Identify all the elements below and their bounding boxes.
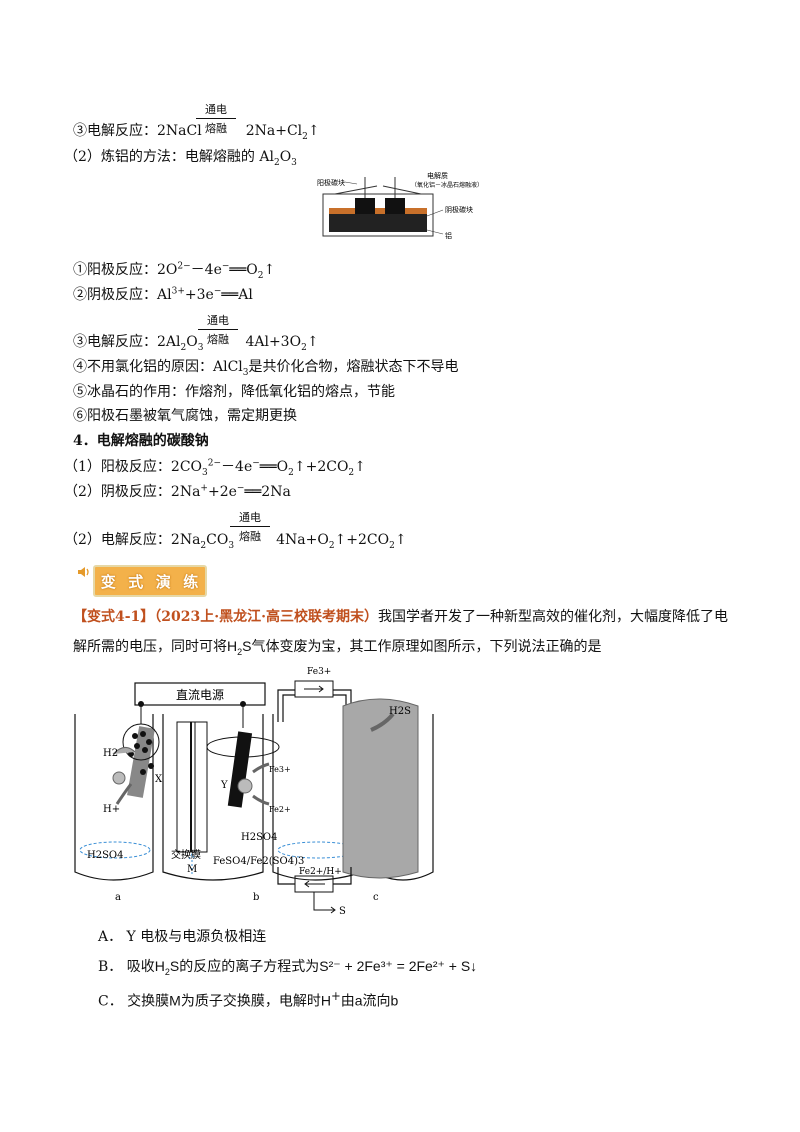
- fe3-right-label: Fe3+: [269, 765, 291, 774]
- aluminum-cell-figure: 阳极碳块 电解质 （氧化铝－冰晶石熔融液） 阴极碳块 铝: [317, 172, 483, 240]
- hplus-label: H+: [103, 804, 120, 815]
- x-label: X: [155, 774, 163, 785]
- condition-label: 通电 熔融: [198, 312, 238, 347]
- h2so4-a-label: H2SO4: [87, 850, 124, 861]
- cathode-label: 阴极碳块: [445, 205, 473, 214]
- carbonate-cathode: （2）阴极反应：2Na++2e−══2Na: [64, 483, 291, 500]
- condition-label: 通电 熔融: [230, 509, 270, 544]
- electrolysis-apparatus-figure: 直流电源 Fe3+ H2 X H+ Y Fe3+ Fe2+ H2S H2SO4 …: [74, 667, 434, 917]
- c-label: c: [373, 892, 379, 903]
- condition-label: 通电 熔融: [196, 101, 236, 136]
- power-label: 直流电源: [176, 688, 224, 702]
- electrolyte-label: 电解质: [427, 172, 448, 180]
- section-heading: 4．电解熔融的碳酸钠: [73, 433, 209, 449]
- question-line-1: 【变式4-1】（2023上·黑龙江·高三校联考期末）我国学者开发了一种新型高效的…: [73, 609, 729, 625]
- banner-text: 变 式 演 练: [93, 565, 207, 597]
- carbonate-anode: （1）阳极反应：2CO32−－4e−══O2↑+2CO2↑: [64, 458, 366, 478]
- question-line-2: 解所需的电压，同时可将H2S气体变废为宝，其工作原理如图所示，下列说法正确的是: [73, 638, 602, 657]
- fe3-top-label: Fe3+: [307, 667, 331, 677]
- h2s-label: H2S: [389, 706, 411, 717]
- practice-banner: 变 式 演 练: [76, 562, 208, 597]
- fe2h-label: Fe2+/H+: [299, 867, 342, 877]
- b-label: b: [253, 892, 259, 903]
- graphite-line: ⑥阳极石墨被氧气腐蚀，需定期更换: [73, 408, 297, 424]
- cathode-reaction: ②阴极反应：Al3++3e−══Al: [73, 286, 253, 303]
- reason-line: ④不用氯化铝的原因：AlCl3是共价化合物，熔融状态下不导电: [73, 359, 459, 378]
- fe2-right-label: Fe2+: [269, 805, 291, 814]
- s-label: S: [339, 906, 346, 917]
- anode-reaction: ①阳极反应：2O2−－4e−══O2↑: [73, 261, 276, 281]
- y-label: Y: [220, 780, 228, 791]
- cryolite-line: ⑤冰晶石的作用：作熔剂，降低氧化铝的熔点，节能: [73, 384, 395, 400]
- membrane-label: 交换膜: [171, 848, 201, 861]
- speaker-icon: [78, 567, 89, 577]
- feso4-label: FeSO4/Fe2(SO4)3: [213, 856, 304, 867]
- m-label: M: [187, 864, 197, 875]
- method-line: （2）炼铝的方法：电解熔融的 Al2O3: [64, 149, 297, 168]
- option-c[interactable]: C． 交换膜M为质子交换膜，电解时H+由a流向b: [98, 989, 399, 1010]
- option-a[interactable]: A． Y 电极与电源负极相连: [98, 929, 267, 945]
- option-b[interactable]: B． 吸收H2S的反应的离子方程式为S²⁻ + 2Fe³⁺ = 2Fe²⁺ + …: [98, 958, 478, 977]
- electrolyte-detail: （氧化铝－冰晶石熔融液）: [411, 181, 483, 189]
- anode-label: 阳极碳块: [317, 178, 345, 187]
- h2so4-b-label: H2SO4: [241, 832, 278, 843]
- al-label: 铝: [445, 231, 452, 240]
- a-label: a: [115, 892, 121, 903]
- h2-label: H2: [103, 748, 118, 759]
